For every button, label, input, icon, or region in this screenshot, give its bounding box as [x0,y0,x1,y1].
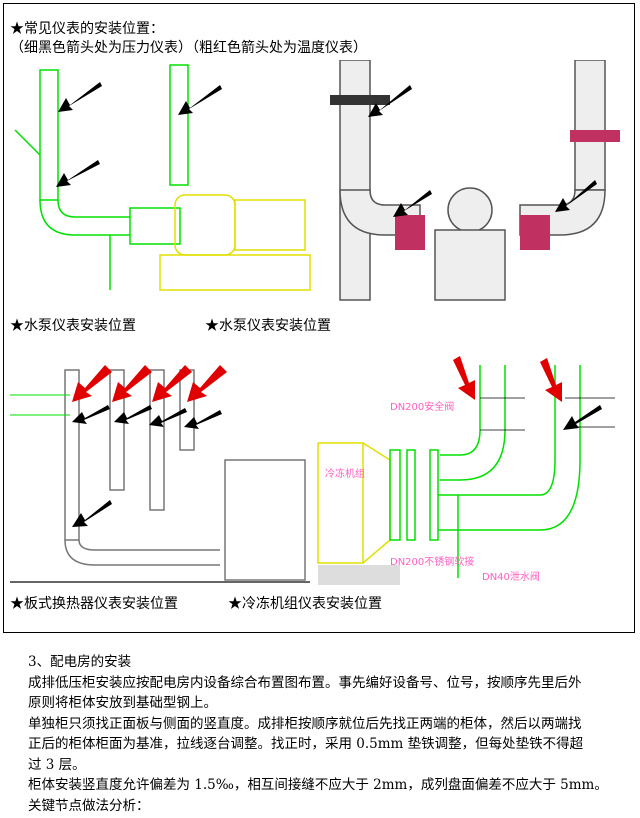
caption-pump-2: ★水泵仪表安装位置 [205,318,331,334]
label-drain-valve: DN40泄水阀 [482,570,540,583]
paragraph-line: 单独柜只须找正面板与侧面的竖直度。成排柜按顺序就位后先找正两端的柜体，然后以两端… [28,715,582,732]
caption-heat-exchanger: ★板式换热器仪表安装位置 [10,596,178,612]
paragraph-line: 关键节点做法分析： [28,797,150,814]
pressure-arrow [56,160,100,187]
paragraph-line: 柜体安装竖直度允许偏差为 1.5‰，相互间接缝不应大于 2mm，成列盘面偏差不应… [28,777,608,793]
label-safety-valve: DN200安全阀 [390,400,454,413]
paragraph-line: 成排低压柜安装应按配电房内设备综合布置图布置。事先编好设备号、位号，按顺序先里后… [28,674,582,691]
figure-frame [3,3,635,633]
section-body: 3、配电房的安装 成排低压柜安装应按配电房内设备综合布置图布置。事先编好设备号、… [28,652,638,816]
pressure-arrow [178,85,222,115]
section-heading: 3、配电房的安装 [28,654,132,670]
heat-exchanger-drawing [10,365,310,583]
label-chiller-unit: 冷冻机组 [325,467,365,480]
figure-title: ★常见仪表的安装位置： [10,21,164,37]
paragraph-line: 正后的柜体柜面为基准，拉线逐台调整。找正时，采用 0.5mm 垫铁调整，但每处垫… [28,736,584,752]
legend-note: （细黑色箭头处为压力仪表）（粗红色箭头处为温度仪表） [10,40,367,56]
pump-drawing-2 [330,60,620,301]
pressure-arrow [58,82,102,112]
pump-drawing-1 [14,64,311,291]
chiller-drawing: DN200安全阀 冷冻机组 DN200不锈钢软接 DN40泄水阀 [317,356,615,585]
caption-chiller: ★冷冻机组仪表安装位置 [228,596,382,612]
caption-pump-1: ★水泵仪表安装位置 [10,318,136,334]
label-flex-joint: DN200不锈钢软接 [390,555,474,568]
paragraph-line: 过 3 层。 [28,756,86,773]
paragraph-line: 原则将柜体安放到基础型钢上。 [28,695,217,711]
